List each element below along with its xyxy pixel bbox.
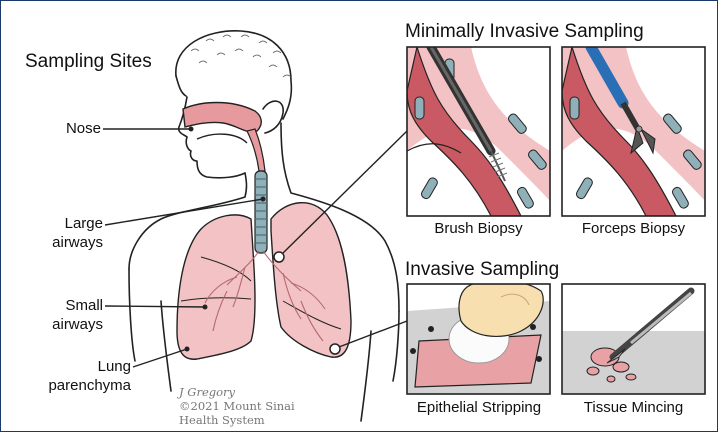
caption-tissue-mincing: Tissue Mincing [562,399,705,416]
credit-artist: J Gregory [179,385,295,399]
label-lung-parenchyma-line2: parenchyma [41,377,131,395]
label-nose: Nose [41,120,101,138]
credit-org: Health System [179,413,295,427]
brush-biopsy-panel [407,47,550,216]
sampling-sites-title: Sampling Sites [25,51,152,73]
caption-epithelial-stripping: Epithelial Stripping [401,399,557,416]
trachea [255,171,267,253]
label-small-airways-line2: airways [41,316,103,334]
minimally-invasive-heading: Minimally Invasive Sampling [405,21,644,43]
label-lung-parenchyma-line1: Lung [41,358,131,376]
epithelial-stripping-panel [407,280,550,394]
large-airway-marker [274,252,284,262]
caption-forceps-biopsy: Forceps Biopsy [562,220,705,237]
caption-brush-biopsy: Brush Biopsy [407,220,550,237]
invasive-heading: Invasive Sampling [405,259,559,281]
right-lung [177,215,255,359]
artist-credit: J Gregory ©2021 Mount Sinai Health Syste… [179,385,295,427]
credit-copyright: ©2021 Mount Sinai [179,399,295,413]
label-small-airways-line1: Small [41,297,103,315]
hair [191,35,291,77]
tissue-mincing-panel [562,284,705,394]
label-large-airways-line1: Large [41,215,103,233]
forceps-biopsy-panel [562,47,705,216]
label-large-airways-line2: airways [41,234,103,252]
parenchyma-marker [330,344,340,354]
